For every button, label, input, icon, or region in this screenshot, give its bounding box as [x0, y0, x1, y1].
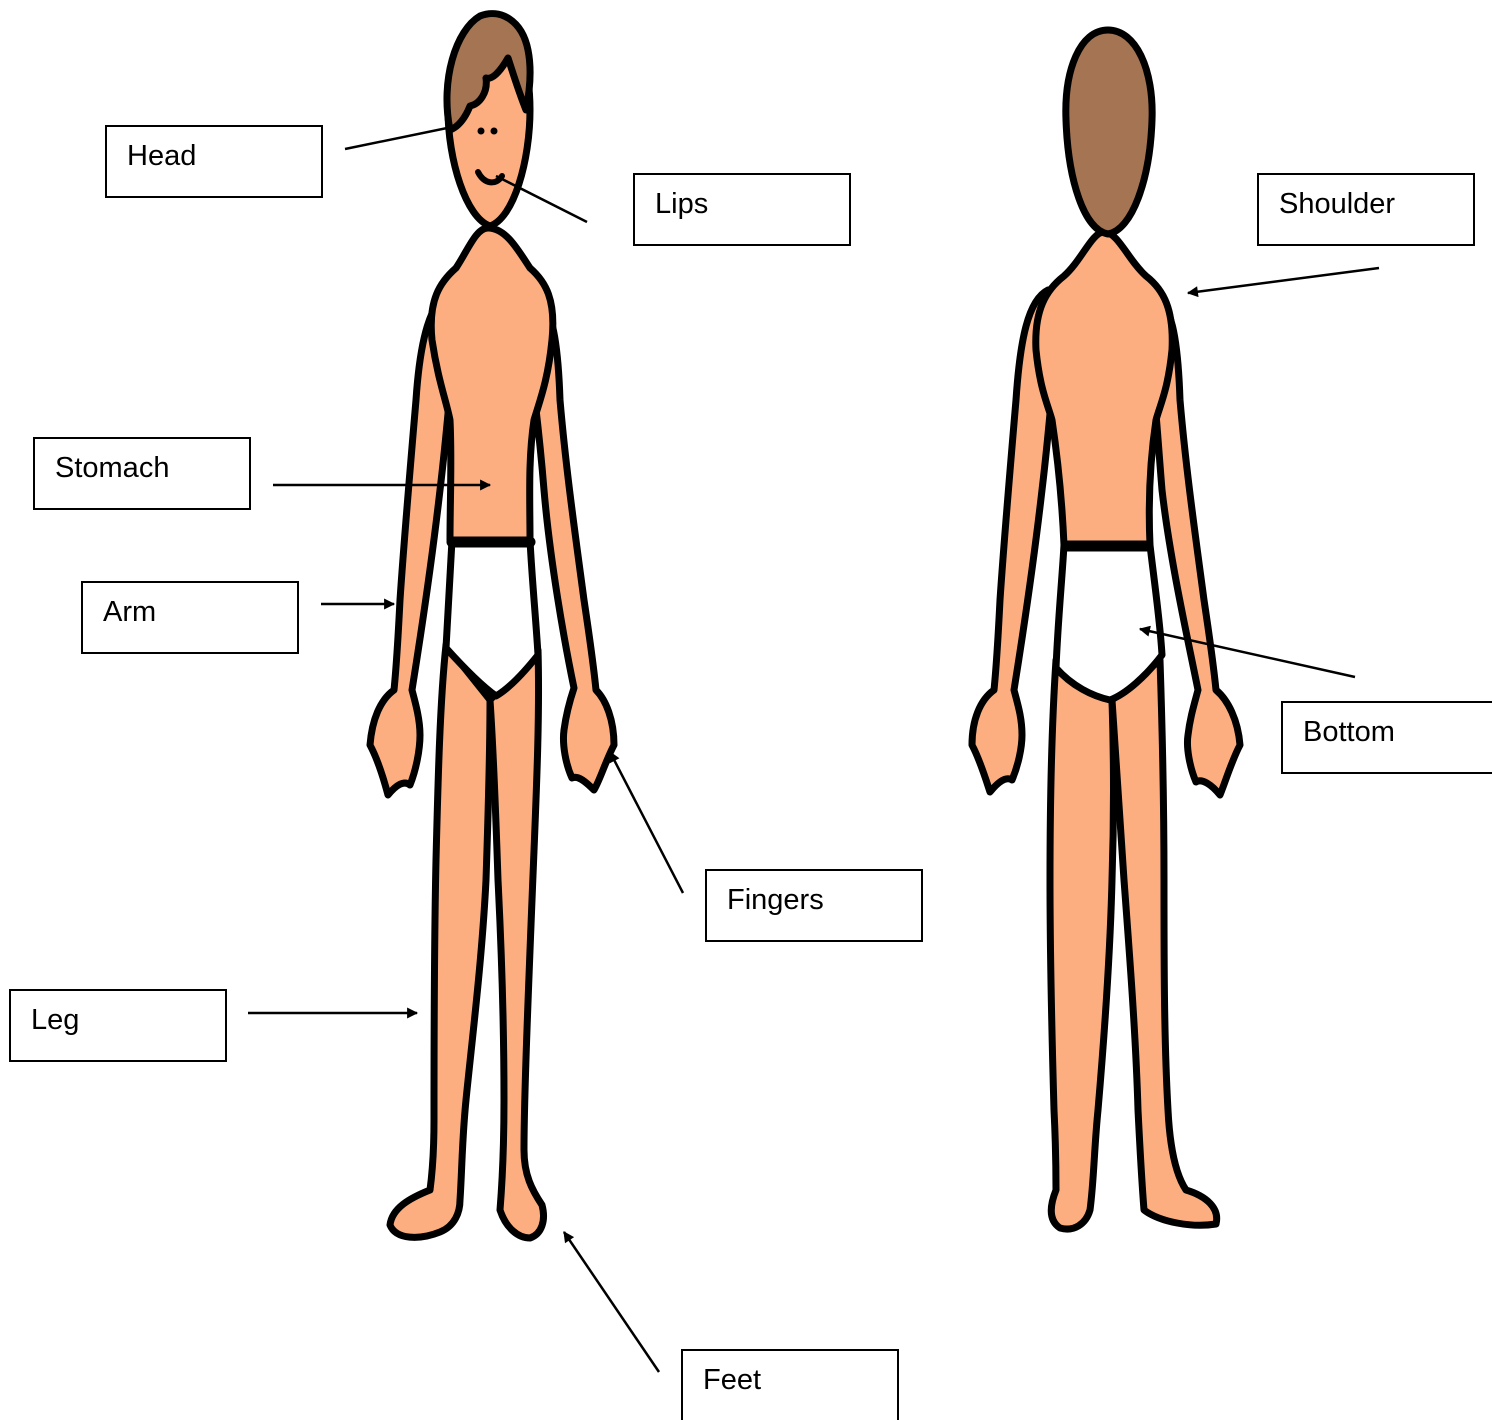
front-right-leg [490, 650, 544, 1238]
front-right-eye [491, 128, 498, 135]
front-left-eye [478, 128, 485, 135]
front-figure [370, 14, 614, 1238]
feet-pointer-arrow [564, 1232, 659, 1372]
label-feet: Feet [681, 1349, 899, 1420]
back-head [1066, 30, 1152, 234]
back-torso [1036, 232, 1172, 545]
front-torso [431, 228, 553, 540]
fingers-pointer-arrow [610, 752, 683, 893]
shoulder-pointer-arrow [1188, 268, 1379, 293]
back-figure [972, 30, 1240, 1229]
label-fingers: Fingers [705, 869, 923, 942]
label-arm: Arm [81, 581, 299, 654]
back-underwear [1056, 545, 1162, 700]
label-stomach: Stomach [33, 437, 251, 510]
bottom-pointer-arrow [1140, 629, 1355, 677]
label-shoulder: Shoulder [1257, 173, 1475, 246]
label-bottom: Bottom [1281, 701, 1492, 774]
label-leg: Leg [9, 989, 227, 1062]
label-head: Head [105, 125, 323, 198]
label-lips: Lips [633, 173, 851, 246]
head-pointer-line [345, 127, 452, 149]
back-left-leg [1050, 660, 1114, 1229]
